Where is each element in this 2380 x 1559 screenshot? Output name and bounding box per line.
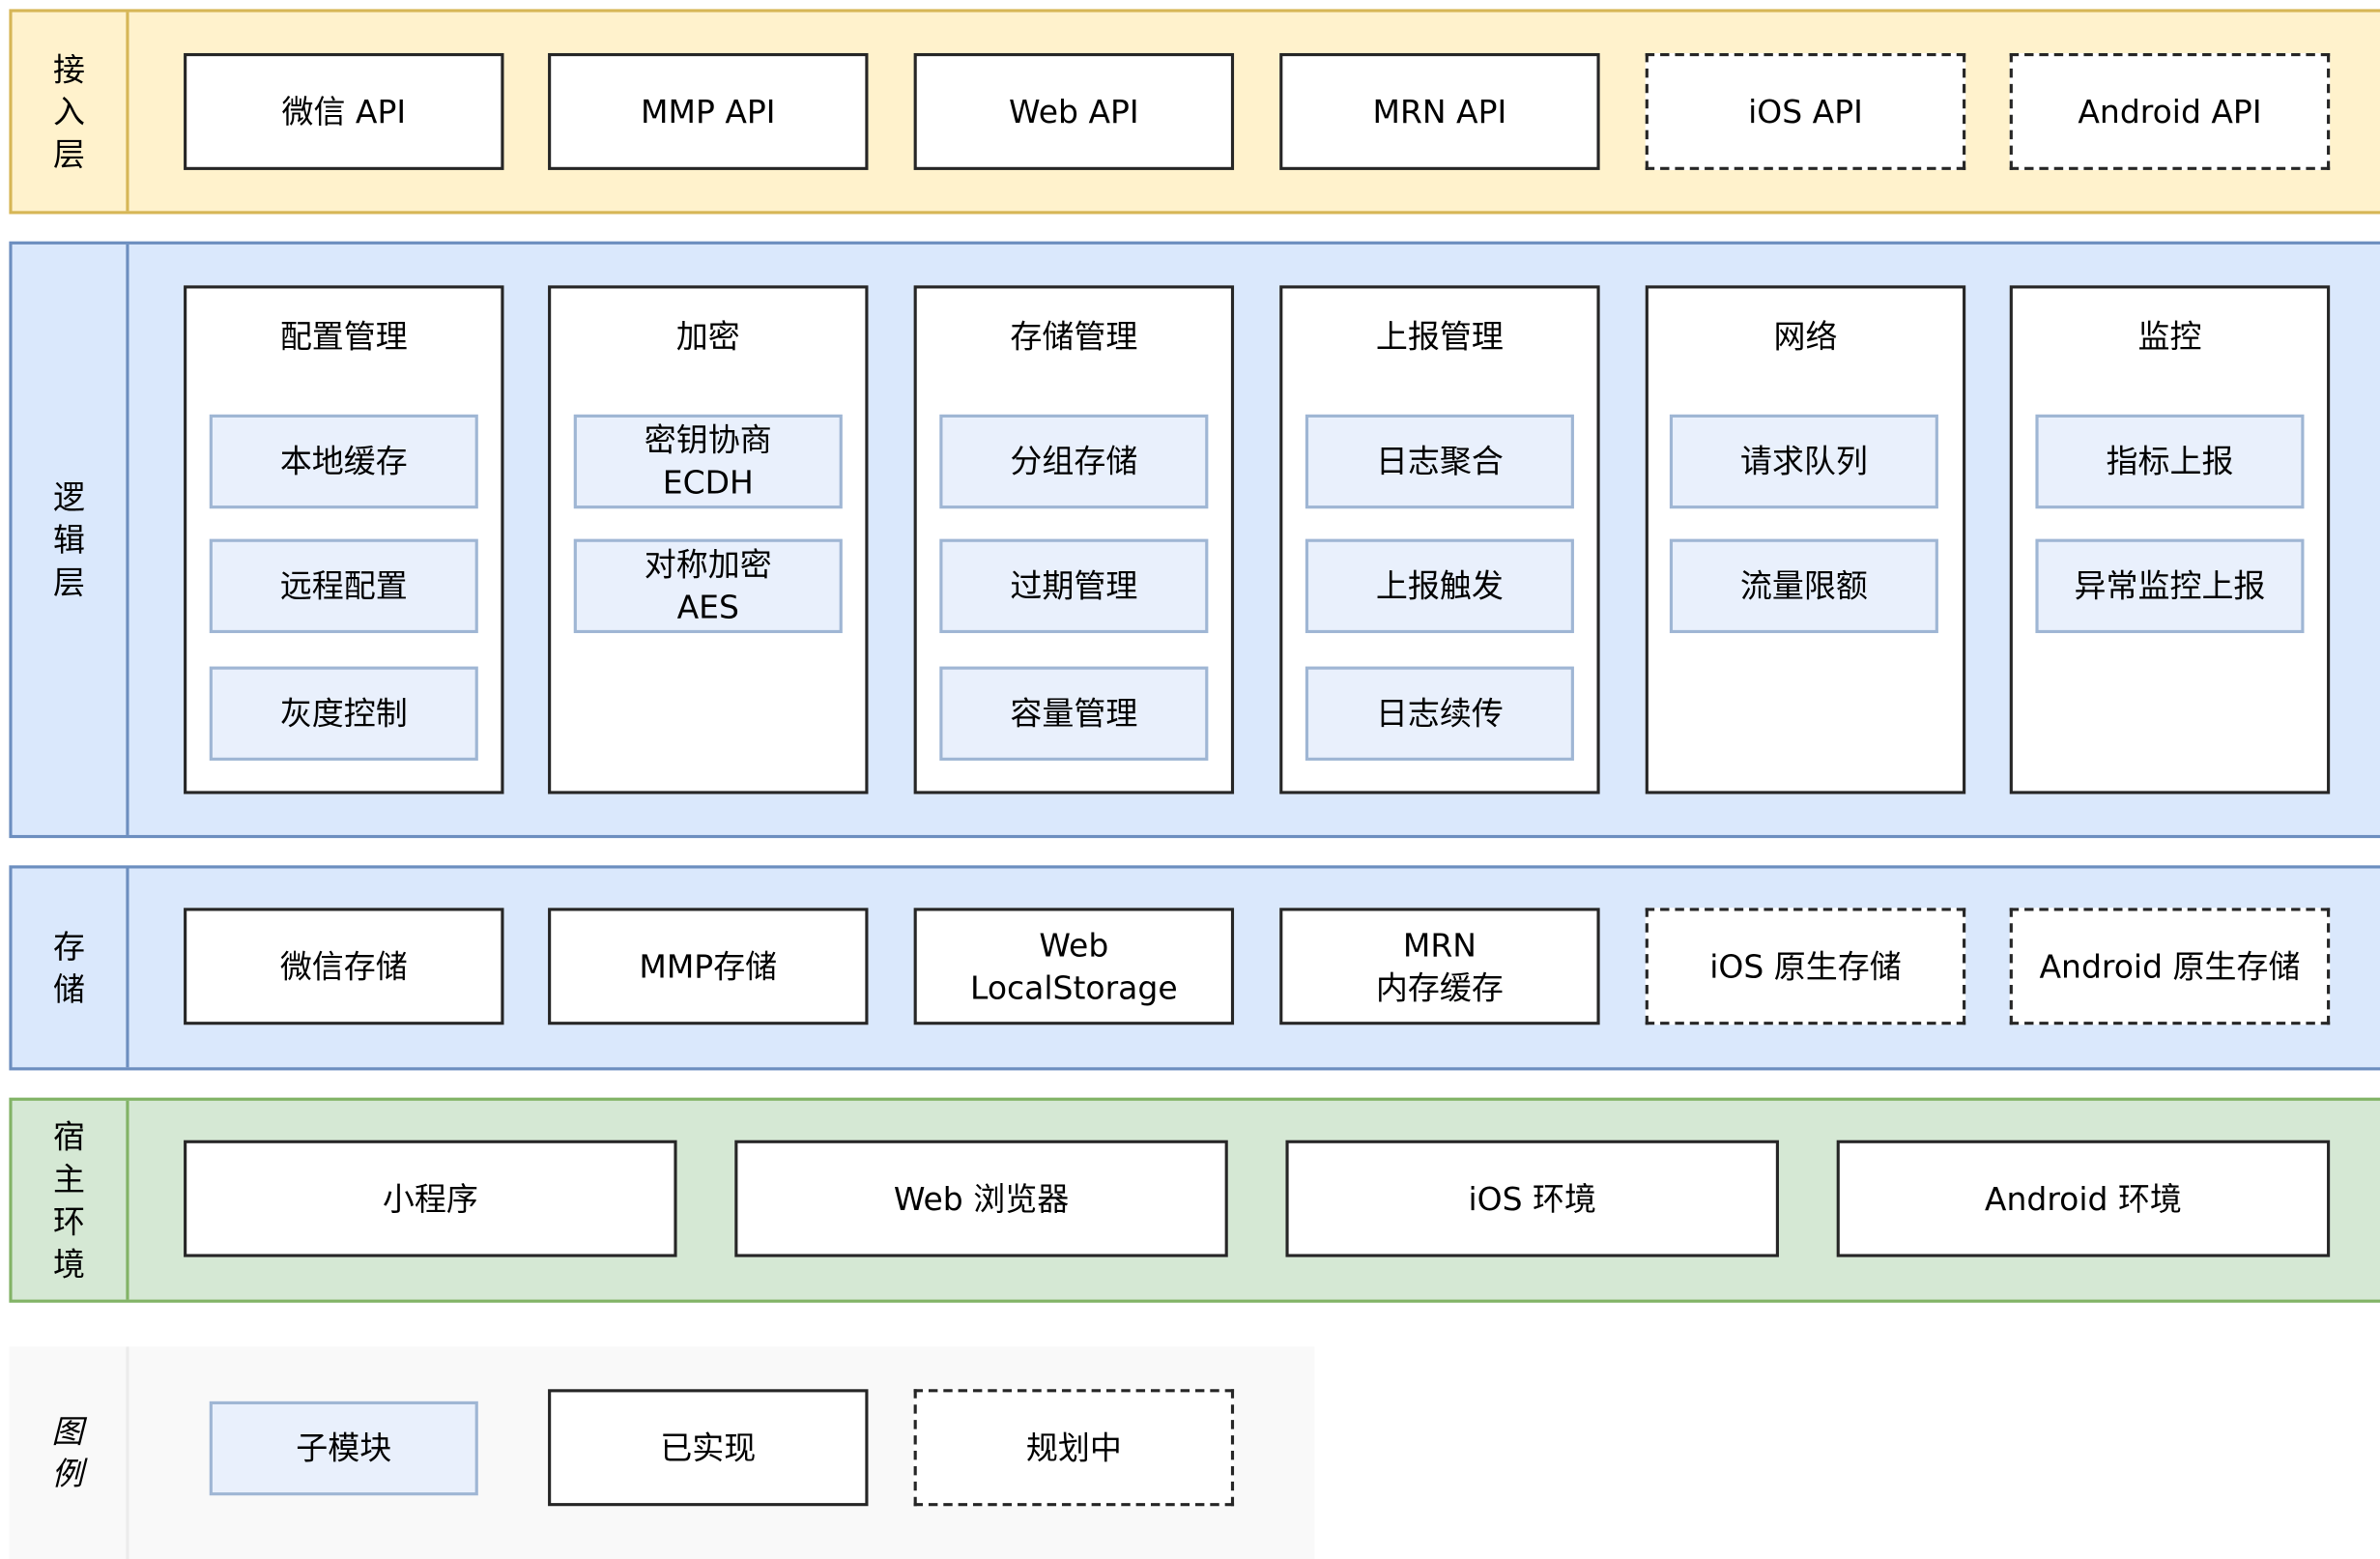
storage-layer-title: 存储 xyxy=(52,928,85,1008)
storage-layer-label: 存储 xyxy=(13,868,129,1068)
host-layer-label: 宿主环境 xyxy=(13,1100,129,1300)
ios-environment-box: iOS 环境 xyxy=(1285,1140,1779,1257)
logic-layer-title: 逻辑层 xyxy=(52,478,85,601)
legend-submodule-swatch: 子模块 xyxy=(209,1400,478,1496)
exception-monitor-submodule: 异常监控上报 xyxy=(2035,538,2305,634)
mrn-memory-cache-box: MRN 内存缓存 xyxy=(1279,908,1600,1025)
network-title: 网络 xyxy=(1773,318,1838,356)
key-exchange-submodule: 密钥协商 ECDH xyxy=(573,414,843,509)
ios-native-storage-box: iOS 原生存储 xyxy=(1645,908,1966,1025)
mmp-api-box: MMP API xyxy=(548,52,869,170)
legend-implemented-swatch: 已实现 xyxy=(548,1389,869,1507)
group-storage-submodule: 分组存储 xyxy=(939,414,1209,509)
legend-label-column: 图例 xyxy=(9,1346,129,1559)
web-api-box: Web API xyxy=(913,52,1235,170)
gray-control-submodule: 灰度控制 xyxy=(209,666,478,761)
web-browser-box: Web 浏览器 xyxy=(734,1140,1228,1257)
monitoring-title: 监控 xyxy=(2137,318,2202,356)
report-trigger-submodule: 上报触发 xyxy=(1305,538,1574,634)
access-layer-title: 接入层 xyxy=(52,50,85,173)
mrn-api-box: MRN API xyxy=(1279,52,1600,170)
android-native-storage-box: Android 原生存储 xyxy=(2009,908,2331,1025)
legend-planned-swatch: 规划中 xyxy=(913,1389,1235,1507)
ios-api-box: iOS API xyxy=(1645,52,1966,170)
symmetric-encryption-submodule: 对称加密 AES xyxy=(573,538,843,634)
remote-config-submodule: 远程配置 xyxy=(209,538,478,634)
mmp-storage-box: MMP存储 xyxy=(548,908,869,1025)
request-queue-submodule: 请求队列 xyxy=(1669,414,1938,509)
wechat-storage-box: 微信存储 xyxy=(184,908,504,1025)
wechat-api-box: 微信 API xyxy=(184,52,504,170)
android-api-box: Android API xyxy=(2009,52,2331,170)
config-management-title: 配置管理 xyxy=(279,318,408,356)
web-localstorage-box: Web LocalStorage xyxy=(913,908,1235,1025)
local-cache-submodule: 本地缓存 xyxy=(209,414,478,509)
capacity-management-submodule: 容量管理 xyxy=(939,666,1209,761)
host-layer-title: 宿主环境 xyxy=(52,1117,85,1283)
expiry-management-submodule: 过期管理 xyxy=(939,538,1209,634)
traffic-limit-submodule: 流量限额 xyxy=(1669,538,1938,634)
storage-management-title: 存储管理 xyxy=(1010,318,1138,356)
log-resume-submodule: 日志续传 xyxy=(1305,666,1574,761)
access-layer-label: 接入层 xyxy=(13,12,129,212)
encryption-title: 加密 xyxy=(675,318,740,356)
metric-report-submodule: 指标上报 xyxy=(2035,414,2305,509)
logic-layer-label: 逻辑层 xyxy=(13,244,129,835)
mini-program-box: 小程序 xyxy=(184,1140,677,1257)
legend-title: 图例 xyxy=(51,1413,84,1493)
report-management-title: 上报管理 xyxy=(1375,318,1504,356)
android-environment-box: Android 环境 xyxy=(1836,1140,2331,1257)
log-aggregation-submodule: 日志聚合 xyxy=(1305,414,1574,509)
